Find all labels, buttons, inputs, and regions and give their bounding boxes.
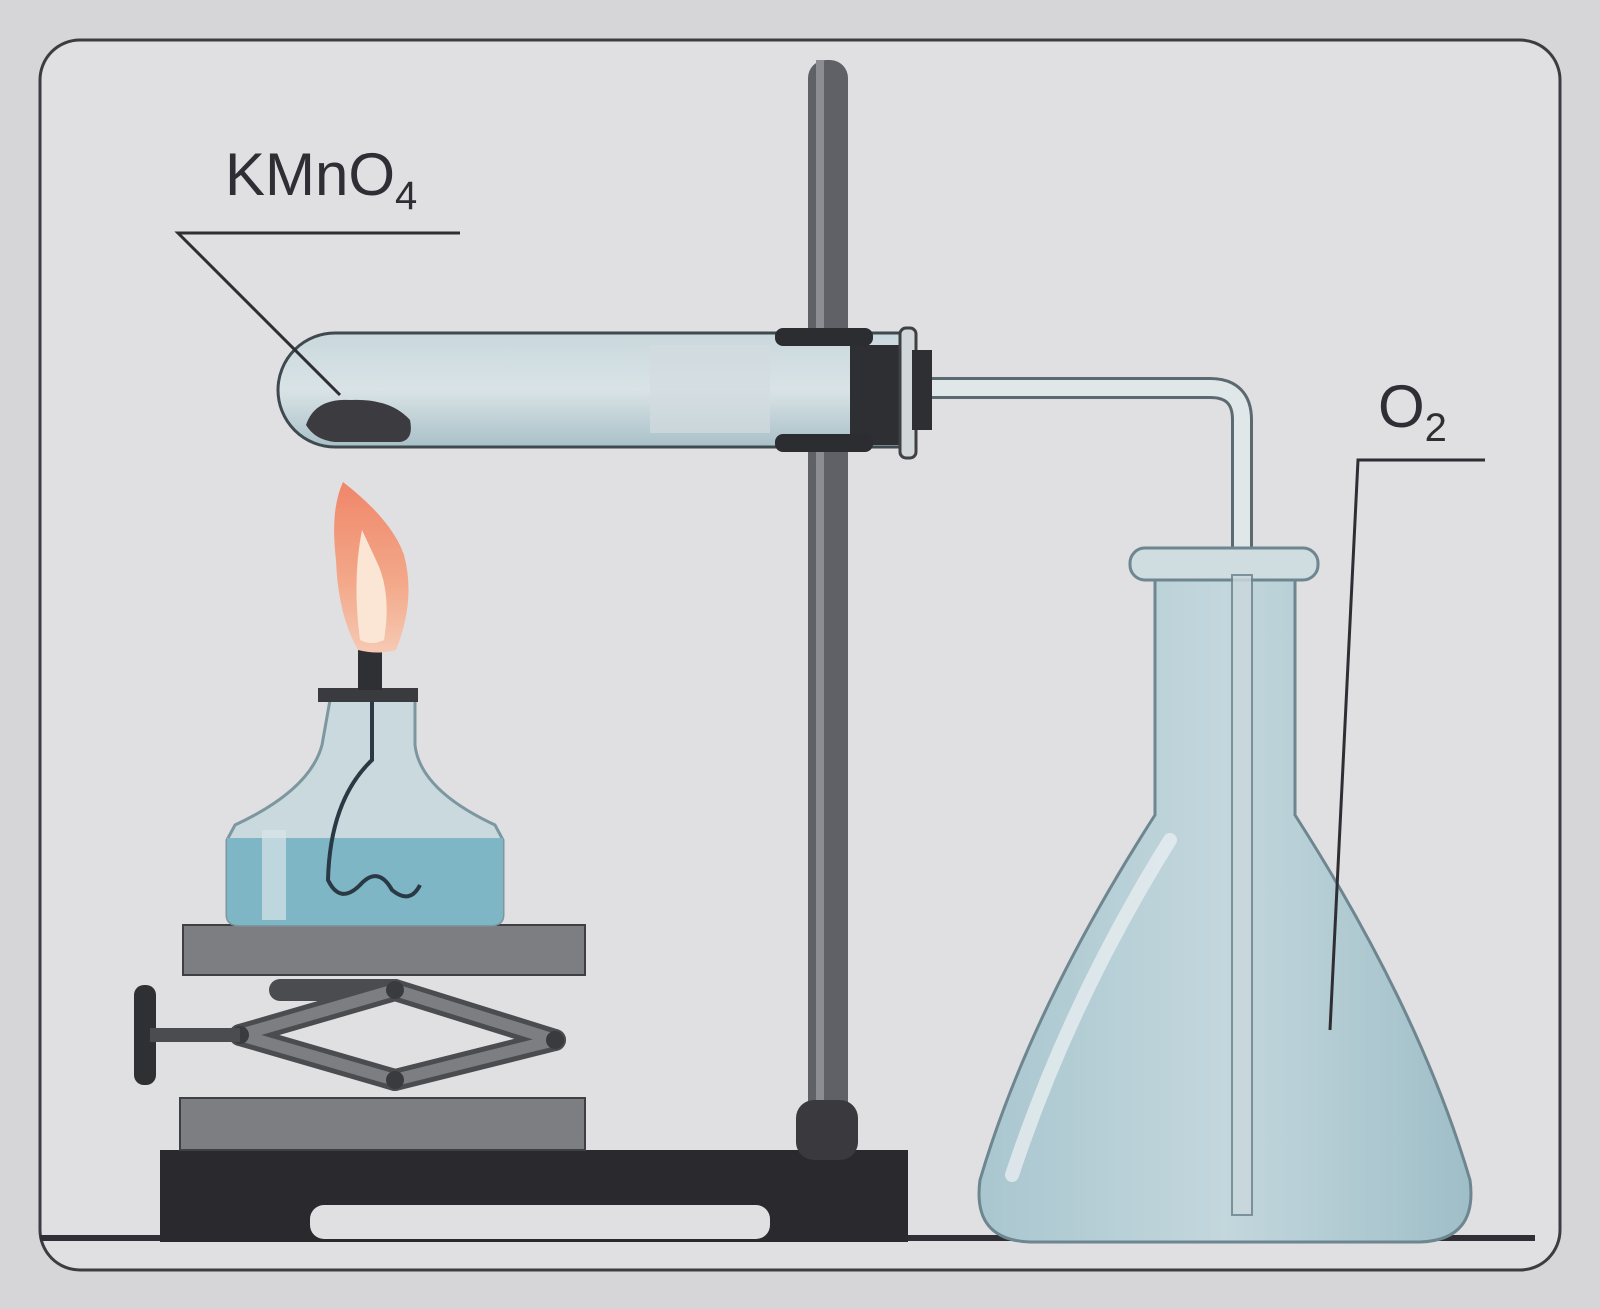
- gas-label: O2: [1328, 373, 1485, 1031]
- stand-rod: [796, 60, 858, 1160]
- svg-text:O2: O2: [1378, 373, 1447, 450]
- alcohol-lamp-icon[interactable]: [225, 650, 505, 927]
- reagent-label-main: KMnO: [225, 141, 395, 208]
- scissor-lift-icon[interactable]: [134, 924, 586, 1151]
- flame-icon: [334, 482, 409, 653]
- reagent-leader-line: [174, 231, 460, 397]
- jack-knob[interactable]: [134, 985, 156, 1085]
- test-tube-icon[interactable]: [276, 326, 932, 460]
- gas-label-main: O: [1378, 373, 1425, 440]
- gas-leader-line: [1328, 458, 1485, 1031]
- kmno4-powder: [306, 399, 411, 442]
- erlenmeyer-flask-icon[interactable]: [977, 546, 1473, 1244]
- svg-text:KMnO4: KMnO4: [225, 141, 417, 218]
- delivery-tube: [932, 377, 1253, 1210]
- reagent-label: KMnO4: [174, 141, 460, 397]
- stand-base: [160, 1150, 908, 1242]
- gas-label-subscript: 2: [1425, 406, 1447, 450]
- reagent-label-subscript: 4: [395, 174, 417, 218]
